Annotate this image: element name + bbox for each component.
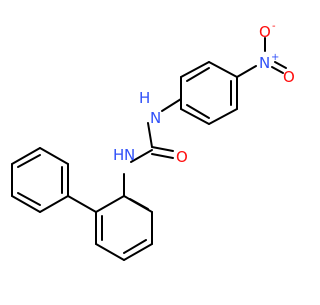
bond-ring1-e xyxy=(208,108,238,125)
bonds xyxy=(11,37,287,261)
bond-ring3-b-inner xyxy=(17,192,41,206)
molecule-diagram: H N H N O N + O - O xyxy=(11,21,295,261)
bond-c-o-1 xyxy=(151,146,174,152)
atom-o-nitro-top: O xyxy=(259,23,271,41)
bond-n-aryl xyxy=(161,98,182,112)
bond-ring2-c xyxy=(123,243,153,261)
bond-c-o-2 xyxy=(151,153,174,159)
atom-n-lower: N xyxy=(124,146,135,164)
bond-carbonyl-n xyxy=(130,149,153,163)
atom-n-upper: N xyxy=(150,109,161,127)
bond-ring1-c xyxy=(208,61,238,78)
atom-h-upper: H xyxy=(139,89,150,107)
bond-nitro-o-bottom-2 xyxy=(274,61,287,69)
bond-aryl-nitro xyxy=(236,65,257,78)
bond-nitro-o-bottom-1 xyxy=(271,66,284,74)
bond-ring1-b-inner xyxy=(186,67,210,82)
bond-ring1-f xyxy=(180,108,210,125)
bond-ring3-b xyxy=(11,195,41,213)
atom-o-nitro-bottom: O xyxy=(283,68,295,86)
bond-n-carbonyl xyxy=(147,122,153,148)
bond-ring3-e xyxy=(39,147,69,165)
atom-o-nitro-top-charge: - xyxy=(272,21,276,32)
atom-o-carbonyl: O xyxy=(176,148,188,166)
bond-ring1-f-inner xyxy=(186,104,210,119)
bond-ring2-a-inner xyxy=(129,198,149,210)
bond-ring3-d-inner xyxy=(17,154,41,168)
atom-h-lower: H xyxy=(113,146,124,164)
bond-ring3-d xyxy=(11,147,41,165)
bond-ring3-a xyxy=(39,195,69,213)
bond-ring2-f xyxy=(95,195,125,213)
bond-biaryl xyxy=(67,195,97,213)
atom-n-nitro-charge: + xyxy=(271,52,279,63)
bond-ring2-d xyxy=(95,243,125,261)
bond-ring1-b xyxy=(180,61,210,78)
structure-canvas: H N H N O N + O - O xyxy=(11,21,295,261)
bond-ring2-c-inner xyxy=(123,239,147,254)
atom-n-nitro: N xyxy=(259,54,270,72)
